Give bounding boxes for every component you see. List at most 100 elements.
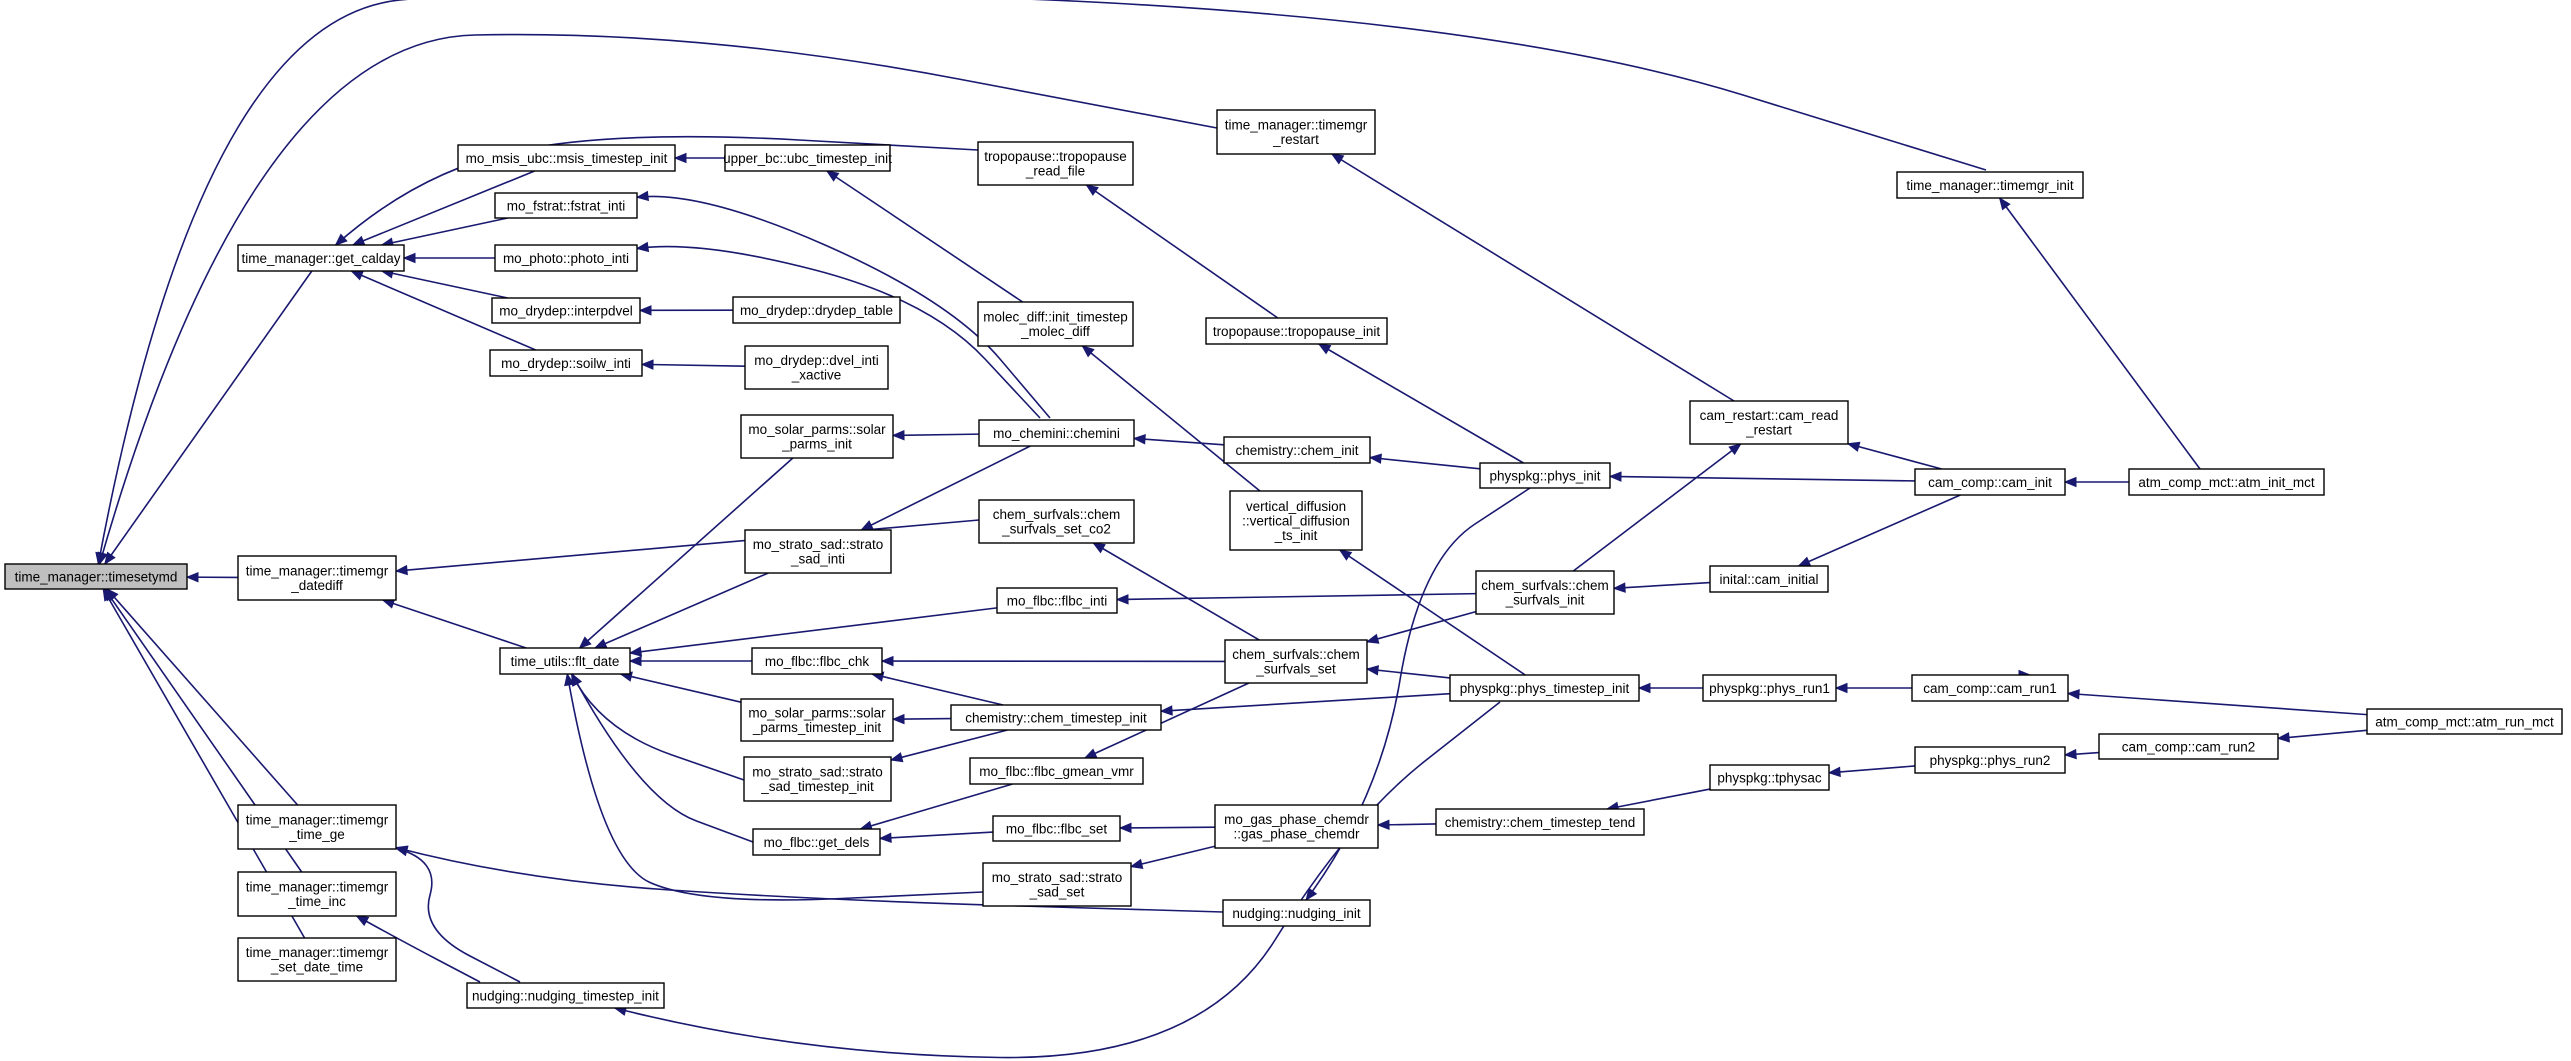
node-box[interactable]: [1709, 565, 1829, 593]
node-box[interactable]: [1709, 764, 1830, 791]
node-phys_run1[interactable]: physpkg::phys_run1: [1702, 674, 1837, 702]
node-cam_init[interactable]: cam_comp::cam_init: [1914, 468, 2066, 496]
node-box[interactable]: [982, 862, 1132, 907]
node-box[interactable]: [1216, 109, 1376, 155]
node-cam_initial[interactable]: inital::cam_initial: [1709, 565, 1829, 593]
node-box[interactable]: [1229, 490, 1363, 551]
node-phys_timestep_init[interactable]: physpkg::phys_timestep_init: [1449, 674, 1640, 702]
node-nudging_init[interactable]: nudging::nudging_init: [1222, 899, 1371, 927]
node-box[interactable]: [1435, 808, 1645, 836]
node-box[interactable]: [950, 704, 1162, 731]
node-chem_surfvals_set_co2[interactable]: chem_surfvals::chem_surfvals_set_co2: [978, 499, 1135, 544]
node-init_timestep_molec_diff[interactable]: molec_diff::init_timestep_molec_diff: [977, 301, 1134, 347]
node-box[interactable]: [743, 756, 892, 802]
node-box[interactable]: [489, 349, 643, 377]
node-photo_inti[interactable]: mo_photo::photo_inti: [494, 244, 638, 272]
node-get_dels[interactable]: mo_flbc::get_dels: [752, 828, 881, 856]
node-chem_timestep_tend[interactable]: chemistry::chem_timestep_tend: [1435, 808, 1645, 836]
node-box[interactable]: [237, 937, 397, 982]
node-box[interactable]: [969, 757, 1144, 785]
node-chem_init[interactable]: chemistry::chem_init: [1223, 436, 1371, 464]
node-flbc_set[interactable]: mo_flbc::flbc_set: [992, 815, 1121, 842]
node-drydep_table[interactable]: mo_drydep::drydep_table: [732, 296, 901, 324]
node-tphysac[interactable]: physpkg::tphysac: [1709, 764, 1830, 791]
node-strato_sad_set[interactable]: mo_strato_sad::strato_sad_set: [982, 862, 1132, 907]
node-box[interactable]: [744, 529, 892, 574]
node-box[interactable]: [1222, 899, 1371, 927]
node-box[interactable]: [237, 244, 405, 272]
node-box[interactable]: [1896, 171, 2084, 199]
node-box[interactable]: [751, 647, 883, 675]
node-timemgr_set_date_time[interactable]: time_manager::timemgr_set_date_time: [237, 937, 397, 982]
node-solar_parms_timestep_init[interactable]: mo_solar_parms::solar_parms_timestep_ini…: [740, 698, 894, 742]
node-box[interactable]: [1475, 570, 1615, 615]
node-box[interactable]: [2128, 468, 2325, 496]
node-flbc_inti[interactable]: mo_flbc::flbc_inti: [996, 587, 1118, 614]
node-cam_read_restart[interactable]: cam_restart::cam_read_restart: [1689, 400, 1849, 445]
node-box[interactable]: [992, 815, 1121, 842]
node-box[interactable]: [1689, 400, 1849, 445]
node-fstrat_inti[interactable]: mo_fstrat::fstrat_inti: [494, 192, 638, 219]
node-timemgr_init[interactable]: time_manager::timemgr_init: [1896, 171, 2084, 199]
node-box[interactable]: [466, 982, 665, 1009]
node-box[interactable]: [740, 414, 894, 459]
node-box[interactable]: [1223, 436, 1371, 464]
node-box[interactable]: [4, 563, 188, 590]
node-soilw_inti[interactable]: mo_drydep::soilw_inti: [489, 349, 643, 377]
node-flbc_gmean_vmr[interactable]: mo_flbc::flbc_gmean_vmr: [969, 757, 1144, 785]
node-box[interactable]: [1449, 674, 1640, 702]
node-box[interactable]: [1911, 674, 2069, 702]
node-timemgr_time_inc[interactable]: time_manager::timemgr_time_inc: [237, 871, 397, 917]
node-flt_date[interactable]: time_utils::flt_date: [499, 647, 631, 675]
node-box[interactable]: [977, 301, 1134, 347]
node-msis_timestep_init[interactable]: mo_msis_ubc::msis_timestep_init: [457, 144, 676, 172]
node-timemgr_time_ge[interactable]: time_manager::timemgr_time_ge: [237, 804, 397, 850]
node-box[interactable]: [1702, 674, 1837, 702]
node-box[interactable]: [237, 871, 397, 917]
node-timemgr_datediff[interactable]: time_manager::timemgr_datediff: [237, 555, 397, 601]
node-tropopause_read_file[interactable]: tropopause::tropopause_read_file: [977, 141, 1134, 186]
node-chem_surfvals_set[interactable]: chem_surfvals::chem_surfvals_set: [1224, 639, 1368, 684]
node-box[interactable]: [1205, 317, 1388, 345]
node-box[interactable]: [996, 587, 1118, 614]
node-dvel_inti_xactive[interactable]: mo_drydep::dvel_inti_xactive: [744, 345, 889, 390]
node-gas_phase_chemdr[interactable]: mo_gas_phase_chemdr::gas_phase_chemdr: [1214, 804, 1379, 849]
node-box[interactable]: [494, 192, 638, 219]
node-box[interactable]: [2098, 733, 2279, 760]
node-nudging_timestep_init[interactable]: nudging::nudging_timestep_init: [466, 982, 665, 1009]
node-atm_run_mct[interactable]: atm_comp_mct::atm_run_mct: [2366, 708, 2563, 735]
node-box[interactable]: [977, 141, 1134, 186]
node-chemini[interactable]: mo_chemini::chemini: [978, 419, 1135, 447]
node-box[interactable]: [499, 647, 631, 675]
node-box[interactable]: [457, 144, 676, 172]
node-vertical_diffusion_ts_init[interactable]: vertical_diffusion::vertical_diffusion_t…: [1229, 490, 1363, 551]
node-timesetymd[interactable]: time_manager::timesetymd: [4, 563, 188, 590]
node-chem_timestep_init[interactable]: chemistry::chem_timestep_init: [950, 704, 1162, 731]
node-box[interactable]: [740, 698, 894, 742]
node-box[interactable]: [752, 828, 881, 856]
node-strato_sad_timestep_init[interactable]: mo_strato_sad::strato_sad_timestep_init: [743, 756, 892, 802]
node-strato_sad_inti[interactable]: mo_strato_sad::strato_sad_inti: [744, 529, 892, 574]
node-box[interactable]: [491, 297, 641, 324]
node-box[interactable]: [978, 419, 1135, 447]
node-get_calday[interactable]: time_manager::get_calday: [237, 244, 405, 272]
node-interpdvel[interactable]: mo_drydep::interpdvel: [491, 297, 641, 324]
node-phys_run2[interactable]: physpkg::phys_run2: [1914, 746, 2066, 774]
node-flbc_chk[interactable]: mo_flbc::flbc_chk: [751, 647, 883, 675]
node-box[interactable]: [724, 144, 891, 172]
node-box[interactable]: [1224, 639, 1368, 684]
node-box[interactable]: [1914, 468, 2066, 496]
node-chem_surfvals_init[interactable]: chem_surfvals::chem_surfvals_init: [1475, 570, 1615, 615]
node-box[interactable]: [732, 296, 901, 324]
node-cam_run1[interactable]: cam_comp::cam_run1: [1911, 674, 2069, 702]
node-box[interactable]: [1479, 462, 1611, 489]
node-box[interactable]: [744, 345, 889, 390]
node-box[interactable]: [2366, 708, 2563, 735]
node-phys_init[interactable]: physpkg::phys_init: [1479, 462, 1611, 489]
node-ubc_timestep_init[interactable]: upper_bc::ubc_timestep_init: [723, 144, 892, 172]
node-box[interactable]: [494, 244, 638, 272]
node-box[interactable]: [237, 804, 397, 850]
node-box[interactable]: [1214, 804, 1379, 849]
node-atm_init_mct[interactable]: atm_comp_mct::atm_init_mct: [2128, 468, 2325, 496]
node-box[interactable]: [978, 499, 1135, 544]
